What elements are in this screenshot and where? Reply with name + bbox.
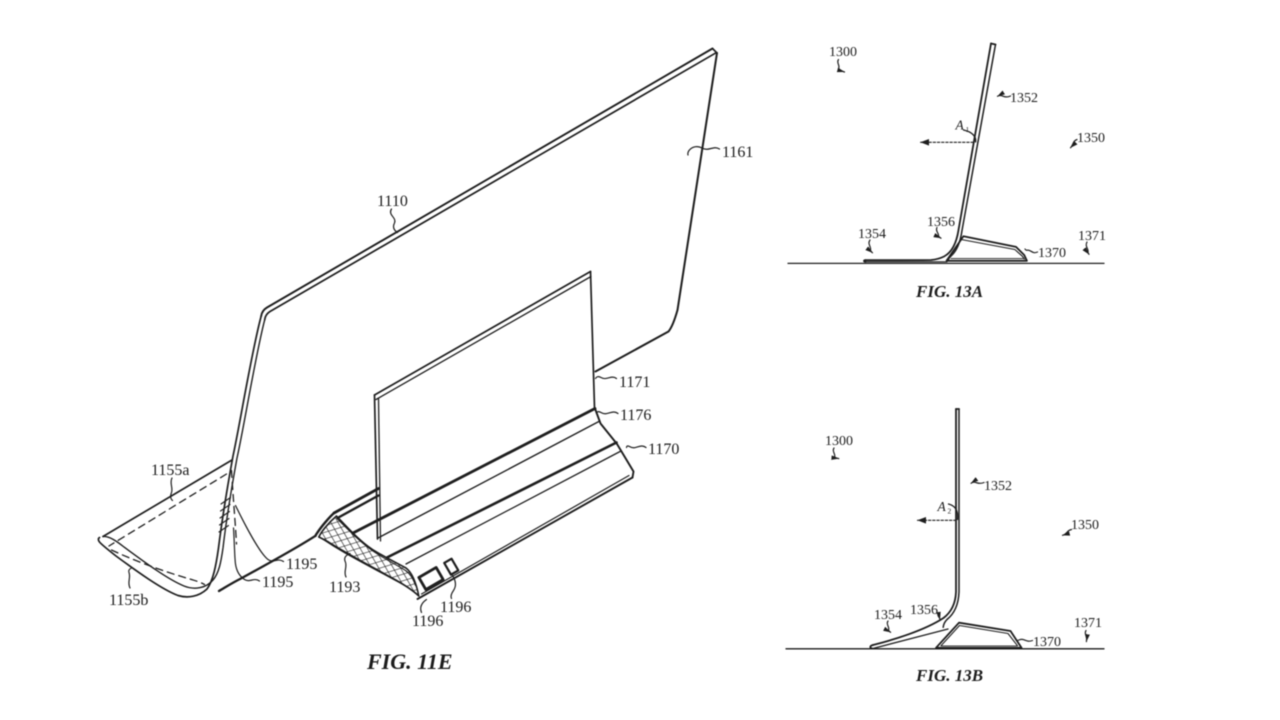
svg-text:1155b: 1155b bbox=[109, 592, 148, 609]
svg-text:1196: 1196 bbox=[440, 599, 471, 616]
svg-text:A: A bbox=[955, 118, 965, 133]
svg-text:FIG. 11E: FIG. 11E bbox=[366, 649, 453, 674]
svg-text:1354: 1354 bbox=[858, 227, 886, 242]
svg-text:1161: 1161 bbox=[722, 144, 753, 161]
svg-text:1196: 1196 bbox=[412, 613, 443, 630]
svg-text:1370: 1370 bbox=[1033, 635, 1061, 650]
svg-text:1350: 1350 bbox=[1077, 131, 1105, 146]
svg-text:1356: 1356 bbox=[927, 215, 955, 230]
svg-text:1300: 1300 bbox=[829, 45, 857, 60]
svg-text:1: 1 bbox=[966, 125, 970, 134]
svg-text:1195: 1195 bbox=[286, 556, 317, 573]
svg-text:1171: 1171 bbox=[619, 374, 650, 391]
svg-text:1350: 1350 bbox=[1071, 518, 1099, 533]
svg-text:FIG. 13B: FIG. 13B bbox=[915, 666, 983, 685]
svg-text:1370: 1370 bbox=[1038, 246, 1066, 261]
svg-text:A: A bbox=[937, 499, 947, 514]
svg-text:1356: 1356 bbox=[910, 603, 938, 618]
svg-text:FIG. 13A: FIG. 13A bbox=[915, 282, 983, 301]
svg-text:1371: 1371 bbox=[1074, 616, 1102, 631]
svg-text:1193: 1193 bbox=[329, 579, 360, 596]
svg-text:1354: 1354 bbox=[874, 608, 902, 623]
svg-text:1352: 1352 bbox=[1010, 91, 1038, 106]
svg-text:1176: 1176 bbox=[620, 407, 651, 424]
svg-text:1352: 1352 bbox=[984, 479, 1012, 494]
svg-text:1195: 1195 bbox=[262, 574, 293, 591]
svg-text:1110: 1110 bbox=[377, 193, 408, 210]
svg-text:1155a: 1155a bbox=[151, 462, 190, 479]
svg-text:2: 2 bbox=[948, 507, 952, 516]
svg-text:1371: 1371 bbox=[1078, 229, 1106, 244]
svg-text:1170: 1170 bbox=[648, 441, 679, 458]
svg-text:1300: 1300 bbox=[825, 434, 853, 449]
